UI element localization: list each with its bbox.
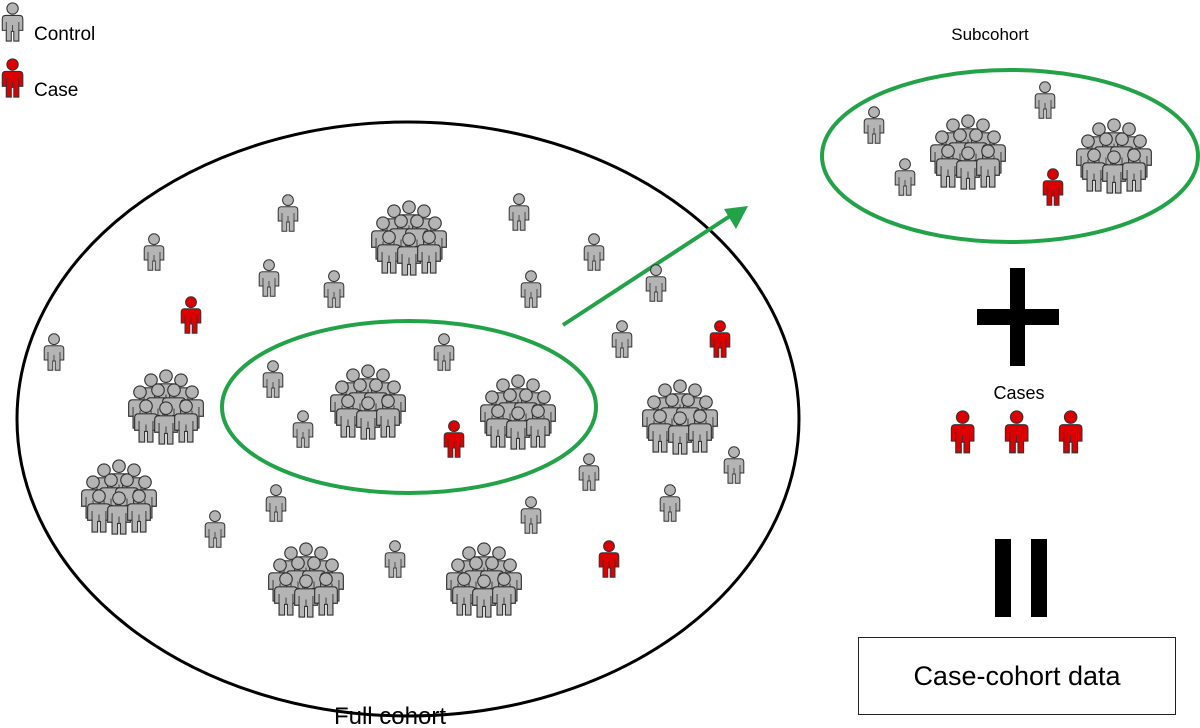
- control-person-icon: [611, 320, 633, 358]
- control-person-icon: [520, 270, 542, 308]
- case-person-icon: [443, 420, 465, 458]
- control-person-icon: [583, 233, 605, 271]
- control-person-icon: [659, 484, 681, 522]
- subcohort-control-icon: [894, 158, 916, 196]
- full-cohort-label: Full cohort: [334, 703, 446, 728]
- person-group-icon: [480, 374, 556, 450]
- case-person-icon: [598, 540, 620, 578]
- arrow: [561, 206, 748, 327]
- person-group-icon: [371, 200, 447, 276]
- legend-case-icon: [1, 58, 24, 98]
- legend-case-label: Case: [34, 80, 78, 101]
- subcohort-control-icon: [863, 106, 885, 144]
- cases-label: Cases: [993, 383, 1044, 403]
- control-person-icon: [323, 270, 345, 308]
- case-cohort-data-label: Case-cohort data: [913, 660, 1121, 691]
- equals-icon: [995, 539, 1047, 617]
- control-person-icon: [258, 259, 280, 297]
- subcohort-case-icon: [1042, 168, 1064, 206]
- case-person-icon: [709, 320, 731, 358]
- person-group-icon: [930, 114, 1006, 190]
- person-group-icon: [330, 364, 406, 440]
- plus-icon: [977, 268, 1059, 366]
- control-person-icon: [520, 496, 542, 534]
- case-person-icon: [1058, 410, 1083, 454]
- case-person-icon: [950, 410, 975, 454]
- control-person-icon: [578, 453, 600, 491]
- person-group-icon: [128, 369, 204, 445]
- subcohort-control-icon: [1034, 81, 1056, 119]
- case-person-icon: [180, 296, 202, 334]
- control-person-icon: [204, 510, 226, 548]
- case-person-icon: [1004, 410, 1029, 454]
- control-person-icon: [723, 446, 745, 484]
- subcohort-label: Subcohort: [951, 25, 1029, 44]
- person-group-icon: [446, 542, 522, 618]
- control-person-icon: [43, 333, 65, 371]
- control-person-icon: [265, 484, 287, 522]
- subcohort-region-ellipse: [220, 319, 598, 495]
- subcohort-ellipse: [820, 68, 1200, 244]
- full-cohort-ellipse: [15, 120, 801, 718]
- control-person-icon: [292, 410, 314, 448]
- control-person-icon: [384, 540, 406, 578]
- person-group-icon: [81, 459, 157, 535]
- control-person-icon: [262, 360, 284, 398]
- control-person-icon: [433, 333, 455, 371]
- control-person-icon: [277, 194, 299, 232]
- person-group-icon: [268, 542, 344, 618]
- legend-control-label: Control: [34, 24, 95, 45]
- case-cohort-data-box: Case-cohort data: [858, 637, 1176, 715]
- legend-control-icon: [1, 2, 24, 42]
- person-group-icon: [1076, 118, 1152, 194]
- person-group-icon: [642, 379, 718, 455]
- control-person-icon: [508, 193, 530, 231]
- control-person-icon: [143, 233, 165, 271]
